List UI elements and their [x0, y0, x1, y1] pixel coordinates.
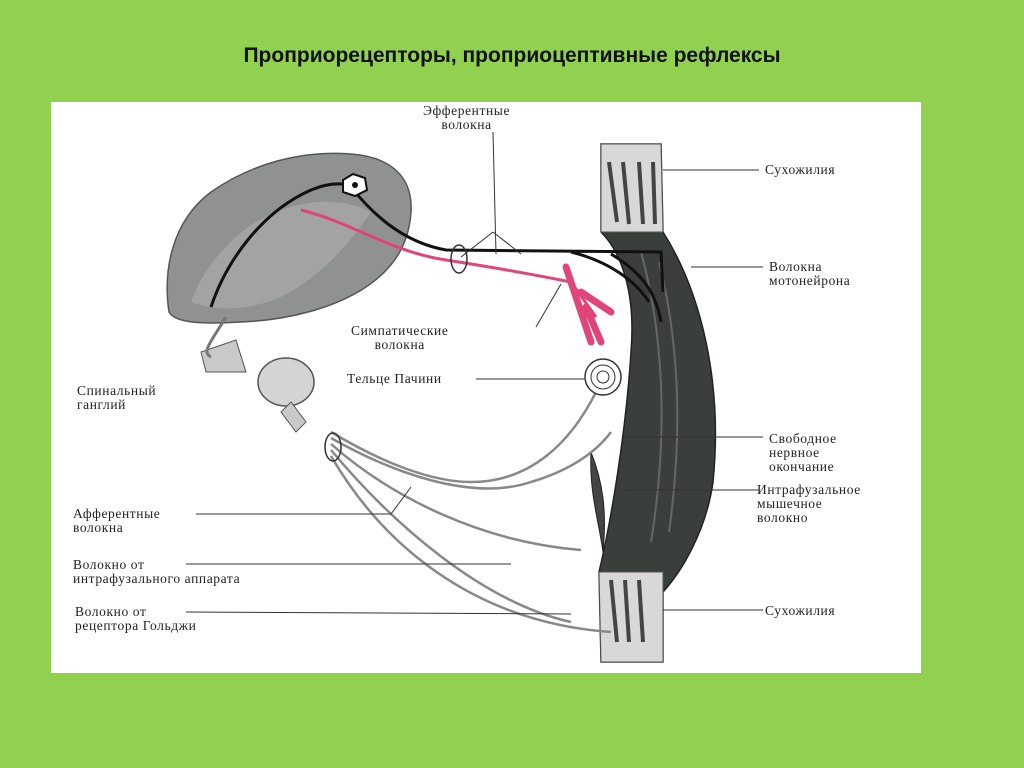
label-pacini: Тельце Пачини [347, 371, 442, 386]
spinal-cord-section [166, 152, 412, 324]
spinal-ganglion [200, 316, 315, 433]
label-tendon-bottom: Сухожилия [765, 603, 836, 618]
afferent-ring [324, 432, 342, 462]
afferent-bundle [329, 391, 612, 634]
efferent-ring [450, 244, 468, 274]
tendon-bottom-shape [598, 571, 664, 663]
sympathetic-fiber [300, 208, 598, 318]
efferent-nerve [349, 186, 665, 323]
intrafusal-spindle [590, 451, 605, 553]
label-tendon-top: Сухожилия [765, 162, 836, 177]
muscle [598, 143, 717, 663]
motoneuron-body [342, 172, 369, 198]
leader-lines [185, 131, 763, 615]
pacinian-corpuscle [584, 358, 622, 396]
slide-title: Проприорецепторы, проприоцептивные рефле… [243, 44, 781, 67]
proprioception-diagram [166, 131, 763, 663]
blood-vessel [562, 263, 615, 346]
